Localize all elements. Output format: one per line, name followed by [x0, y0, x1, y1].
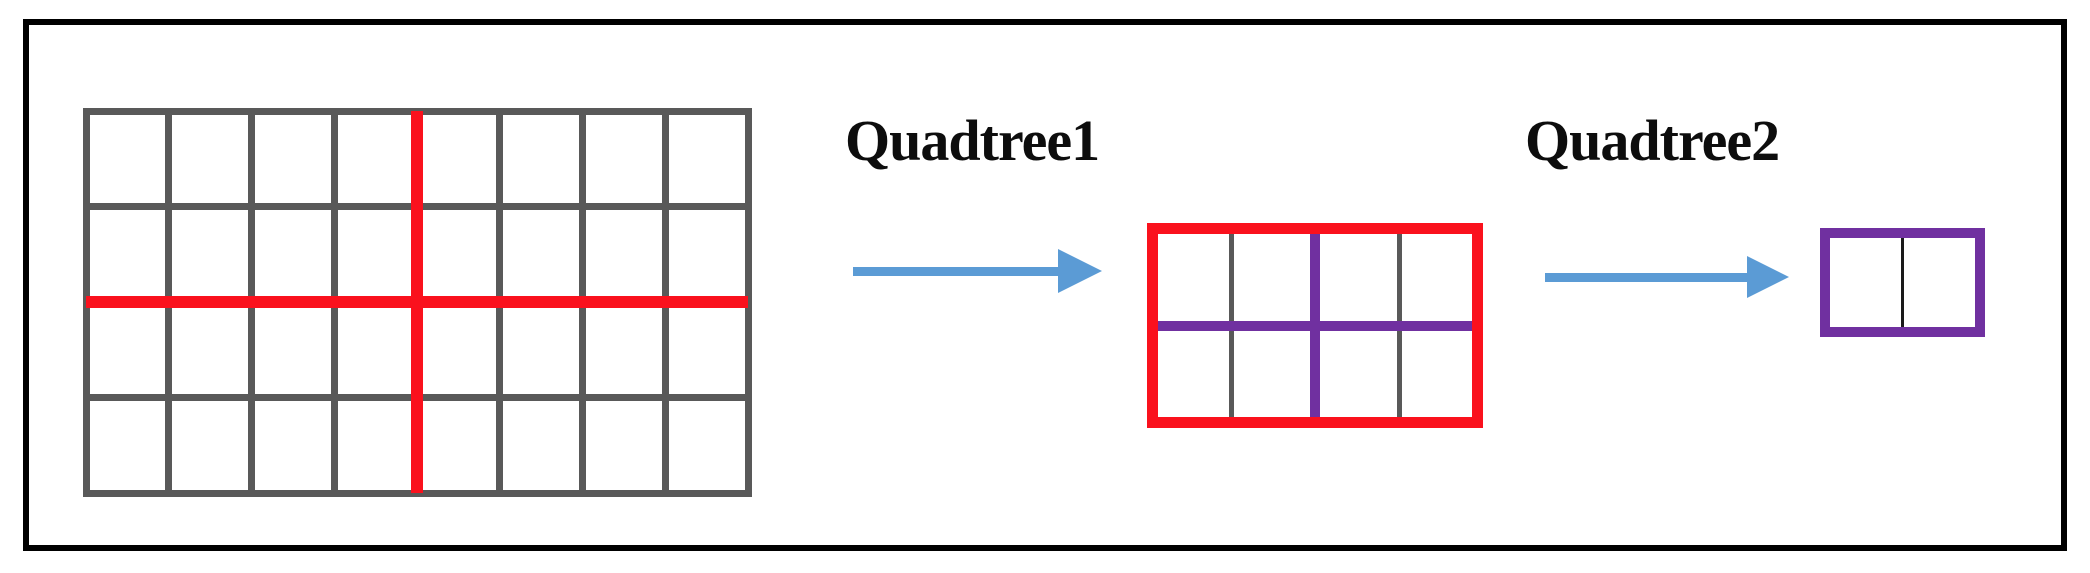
- quadtree1-grid-split-h: [1147, 320, 1483, 331]
- arrow-quadtree1: [853, 249, 1102, 293]
- arrow-quadtree2: [1545, 256, 1789, 298]
- arrow-head-icon: [1747, 256, 1789, 298]
- figure-frame: [23, 19, 2067, 551]
- quadtree2-grid-border: [1820, 228, 1985, 337]
- source-grid-split-h: [86, 296, 748, 308]
- quadtree1-grid-border: [1147, 223, 1483, 428]
- quadtree1-grid: [1147, 223, 1483, 428]
- quadtree2-label: Quadtree2: [1525, 108, 1780, 173]
- grid-hline: [82, 489, 752, 497]
- arrow-shaft: [853, 266, 1060, 276]
- arrow-head-icon: [1058, 249, 1102, 293]
- grid-vline: [1901, 228, 1904, 337]
- arrow-shaft: [1545, 272, 1749, 282]
- source-grid: [82, 107, 752, 497]
- quadtree2-grid: [1820, 228, 1985, 337]
- quadtree1-label: Quadtree1: [845, 108, 1100, 173]
